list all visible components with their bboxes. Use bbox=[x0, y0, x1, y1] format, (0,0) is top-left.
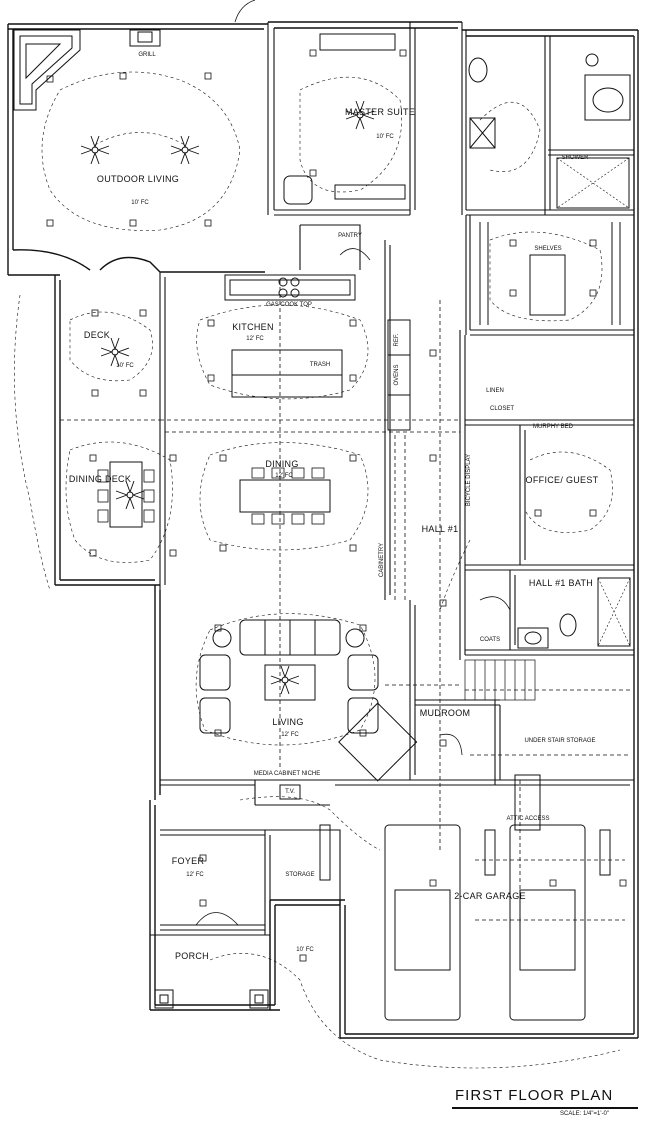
light-fixtures bbox=[46, 49, 627, 962]
master-bath-fixtures bbox=[468, 53, 631, 209]
label-living: LIVING bbox=[272, 717, 303, 727]
label-foyer: FOYER bbox=[172, 856, 205, 866]
svg-text:10' FC: 10' FC bbox=[131, 200, 149, 206]
room-labels: OUTDOOR LIVING 10' FC MASTER SUITE 10' F… bbox=[69, 52, 599, 961]
interior-walls bbox=[150, 22, 634, 1010]
porch-columns bbox=[154, 989, 269, 1009]
label-dining: DINING bbox=[265, 459, 298, 469]
living-furniture bbox=[199, 619, 418, 800]
label-murphy-bed: MURPHY BED bbox=[533, 424, 574, 430]
label-storage: STORAGE bbox=[285, 872, 314, 878]
kitchen-counters bbox=[224, 274, 411, 431]
label-attic: ATTIC ACCESS bbox=[507, 816, 550, 822]
label-master-suite: MASTER SUITE bbox=[345, 107, 415, 117]
stairs bbox=[464, 659, 536, 701]
svg-text:12' FC: 12' FC bbox=[275, 473, 293, 479]
label-trash: TRASH bbox=[310, 362, 330, 368]
label-pantry: PANTRY bbox=[338, 233, 362, 239]
doors bbox=[195, 0, 511, 926]
label-dining-deck: DINING DECK bbox=[69, 474, 131, 484]
hall-bath-fixtures bbox=[517, 577, 631, 649]
label-hall-1-bath: HALL #1 BATH bbox=[529, 578, 593, 588]
label-hall-1: HALL #1 bbox=[422, 524, 459, 534]
label-cabinetry: CABINETRY bbox=[379, 543, 385, 577]
label-deck: DECK bbox=[84, 330, 110, 340]
label-shower: SHOWER bbox=[562, 155, 590, 161]
label-tv: T.V. bbox=[285, 789, 295, 795]
master-bed bbox=[283, 33, 406, 205]
wiring-curves bbox=[14, 71, 621, 1069]
label-office-guest: OFFICE/ GUEST bbox=[526, 475, 599, 485]
label-garage: 2-CAR GARAGE bbox=[454, 891, 526, 901]
label-shelves: SHELVES bbox=[534, 246, 561, 252]
svg-text:10' FC: 10' FC bbox=[376, 134, 394, 140]
label-ref: REF. bbox=[394, 333, 400, 346]
svg-text:12' FC: 12' FC bbox=[186, 872, 204, 878]
plan-scale: SCALE: 1/4"=1'-0" bbox=[560, 1111, 609, 1117]
label-closet: CLOSET bbox=[490, 406, 514, 412]
label-under-stair: UNDER STAIR STORAGE bbox=[524, 738, 595, 744]
svg-text:12' FC: 12' FC bbox=[246, 336, 264, 342]
label-ovens: OVENS bbox=[394, 364, 400, 385]
dining-tables bbox=[97, 461, 331, 528]
ceiling-fans bbox=[80, 100, 375, 695]
label-outdoor-living: OUTDOOR LIVING bbox=[97, 174, 179, 184]
grill bbox=[129, 29, 161, 47]
label-mudroom: MUDROOM bbox=[420, 708, 471, 718]
title-underline bbox=[452, 1107, 638, 1109]
label-cooktop: GAS COOK TOP bbox=[266, 302, 312, 308]
fireplace bbox=[13, 29, 81, 111]
garage-cars bbox=[319, 774, 611, 1021]
label-grill: GRILL bbox=[138, 52, 156, 58]
label-bicycle: BICYCLE DISPLAY bbox=[466, 454, 472, 506]
label-media-niche: MEDIA CABINET NICHE bbox=[254, 771, 321, 777]
closet-shelves bbox=[479, 222, 621, 325]
label-porch: PORCH bbox=[175, 951, 209, 961]
label-linen: LINEN bbox=[486, 388, 504, 394]
svg-text:10' FC: 10' FC bbox=[116, 363, 134, 369]
label-kitchen: KITCHEN bbox=[232, 322, 274, 332]
dashed-lines bbox=[59, 280, 630, 921]
plan-title: FIRST FLOOR PLAN bbox=[455, 1087, 614, 1104]
svg-text:12' FC: 12' FC bbox=[281, 732, 299, 738]
label-coats: COATS bbox=[480, 637, 500, 643]
svg-text:10' FC: 10' FC bbox=[296, 947, 314, 953]
